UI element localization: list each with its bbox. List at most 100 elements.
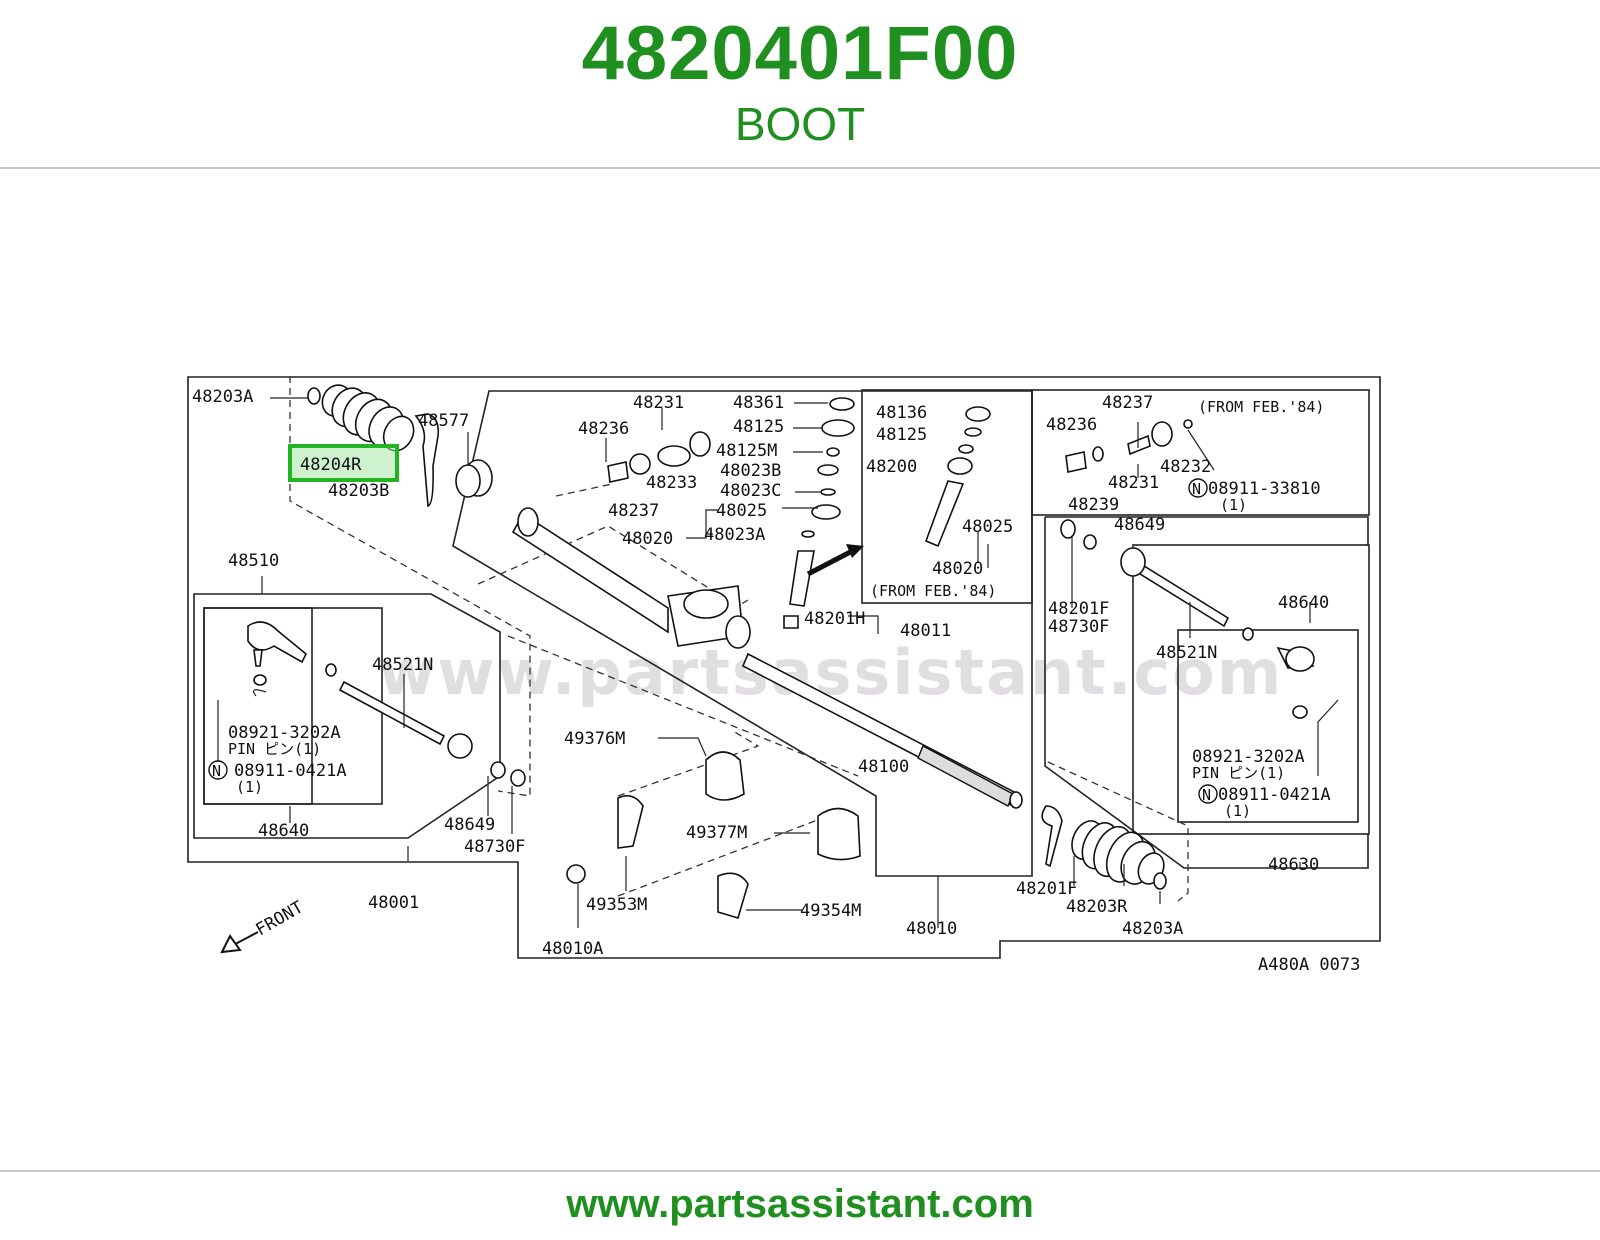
upper-right-inset-frame [1031,389,1370,516]
callout-label[interactable]: 48649 [444,815,495,835]
assembly-line-clamp-upper [617,730,760,797]
callout-label[interactable]: 08921-3202A [1192,747,1305,767]
callout-label[interactable]: 48236 [1046,415,1097,435]
callout-label[interactable]: 48239 [1068,495,1119,515]
callout-label[interactable]: 48023A [704,525,765,545]
assembly-line-housing [477,525,749,607]
callout-label[interactable]: 48640 [1278,593,1329,613]
callout-labels: 48203A 48577 48203B 48231 48236 48237 48… [192,387,1331,959]
pinion-parts-shape [607,397,864,629]
callout-label[interactable]: 48730F [464,837,525,857]
callout-label[interactable]: 48203B [328,481,389,501]
callout-label[interactable]: 49354M [800,901,861,921]
front-label: FRONT [253,897,307,940]
callout-label: (FROM FEB.'84) [1198,398,1324,416]
callout-label[interactable]: 08911-33810 [1208,479,1321,499]
n-marker-icons: N N N [208,478,1218,804]
callout-label: (FROM FEB.'84) [870,582,996,600]
callout-label[interactable]: 48025 [716,501,767,521]
right-boot-clamp-shape [1153,872,1167,890]
header-divider [0,167,1600,169]
callout-label[interactable]: 48020 [622,529,673,549]
callout-label[interactable]: 48023B [720,461,781,481]
callout-label[interactable]: 49377M [686,823,747,843]
svg-text:N: N [1202,786,1211,804]
assembly-line-clamp-lower [617,815,829,897]
right-tierod-parts-shape [1041,519,1315,868]
callout-label[interactable]: 48125 [876,425,927,445]
callout-label[interactable]: 48100 [858,757,909,777]
assembly-line-right-boot [1047,761,1189,902]
callout-label[interactable]: 08911-0421A [234,761,347,781]
callout-label[interactable]: 48200 [866,457,917,477]
gear-inset-parts-shape [924,406,991,548]
callout-label[interactable]: 48203R [1066,897,1128,917]
callout-label[interactable]: 48521N [1156,643,1217,663]
callout-label[interactable]: 48730F [1048,617,1109,637]
left-boot-shape [307,384,493,508]
svg-text:N: N [1192,480,1201,498]
assembly-line-top [555,465,613,497]
callout-label: (1) [236,778,263,796]
callout-label[interactable]: 48125M [716,441,777,461]
rack-housing-shape [511,507,1023,809]
callout-label[interactable]: 48237 [1102,393,1153,413]
callout-label[interactable]: 48231 [633,393,684,413]
callout-label: (1) [1220,496,1247,514]
part-name-subtitle: BOOT [734,98,866,150]
assembly-line-left-boot [289,376,531,797]
parts-diagram: www.partsassistant.com [187,376,1381,975]
highlighted-callout-box[interactable] [288,444,399,482]
callout-label[interactable]: 48231 [1108,473,1159,493]
callout-label[interactable]: 48630 [1268,855,1319,875]
callout-label[interactable]: 48010 [906,919,957,939]
upper-right-parts-shape [1065,419,1193,473]
callout-label[interactable]: 48020 [932,559,983,579]
callout-label[interactable]: 48010A [542,939,603,959]
drawing-code: A480A 0073 [1258,955,1360,975]
callout-label[interactable]: 48521N [372,655,433,675]
callout-label[interactable]: 48649 [1114,515,1165,535]
left-tierod-parts-shape [247,621,526,787]
callout-label: (1) [1224,802,1251,820]
callout-label[interactable]: 48510 [228,551,279,571]
callout-label[interactable]: 48361 [733,393,784,413]
callout-label[interactable]: 48125 [733,417,784,437]
svg-text:N: N [212,762,221,780]
front-arrow-icon [220,931,259,954]
callout-label[interactable]: 48001 [368,893,419,913]
callout-label[interactable]: 08921-3202A [228,723,341,743]
callout-label[interactable]: 48201H [804,609,865,629]
part-number-title: 4820401F00 [581,11,1019,96]
highlighted-callout-label[interactable]: 48204R [300,455,362,475]
callout-label: PIN ピン(1) [1192,764,1285,782]
callout-label[interactable]: 48236 [578,419,629,439]
mounting-bracket-shapes [566,751,861,919]
callout-label[interactable]: 49376M [564,729,625,749]
callout-label[interactable]: 48136 [876,403,927,423]
main-frame [187,376,1381,959]
callout-label[interactable]: 48232 [1160,457,1211,477]
callout-label[interactable]: 48023C [720,481,781,501]
callout-label: PIN ピン(1) [228,740,321,758]
callout-label[interactable]: 48201F [1016,879,1077,899]
callout-label[interactable]: 48577 [418,411,469,431]
leader-lines [217,397,1339,928]
callout-label[interactable]: 48201F [1048,599,1109,619]
assembly-line-rack [507,635,859,777]
left-tierod-frame [193,593,501,839]
callout-label[interactable]: 48025 [962,517,1013,537]
callout-label[interactable]: 48237 [608,501,659,521]
page-header: 4820401F00 BOOT [0,0,1600,168]
right-outer-end-frame [1132,544,1370,835]
footer-divider [0,1170,1600,1172]
callout-label[interactable]: 48640 [258,821,309,841]
footer-website-link[interactable]: www.partsassistant.com [566,1182,1034,1226]
right-tierod-frame [1044,516,1369,869]
callout-label[interactable]: 48203A [1122,919,1183,939]
callout-label[interactable]: 48233 [646,473,697,493]
callout-label[interactable]: 48203A [192,387,253,407]
callout-label[interactable]: 08911-0421A [1218,785,1331,805]
callout-label[interactable]: 48011 [900,621,951,641]
callout-label[interactable]: 49353M [586,895,647,915]
